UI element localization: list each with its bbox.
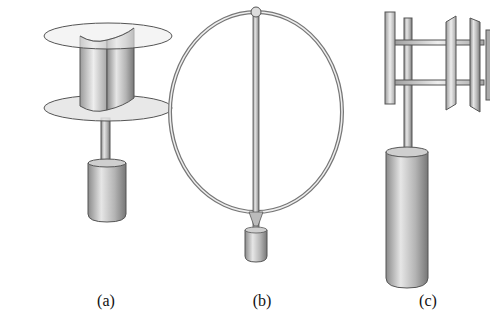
panel-label: (c)	[419, 292, 437, 310]
panel-label: (a)	[97, 292, 115, 310]
panel-label: (b)	[253, 292, 272, 310]
h-type-rotor	[385, 12, 490, 288]
savonius-rotor	[44, 23, 172, 222]
darrieus-rotor	[170, 7, 342, 262]
